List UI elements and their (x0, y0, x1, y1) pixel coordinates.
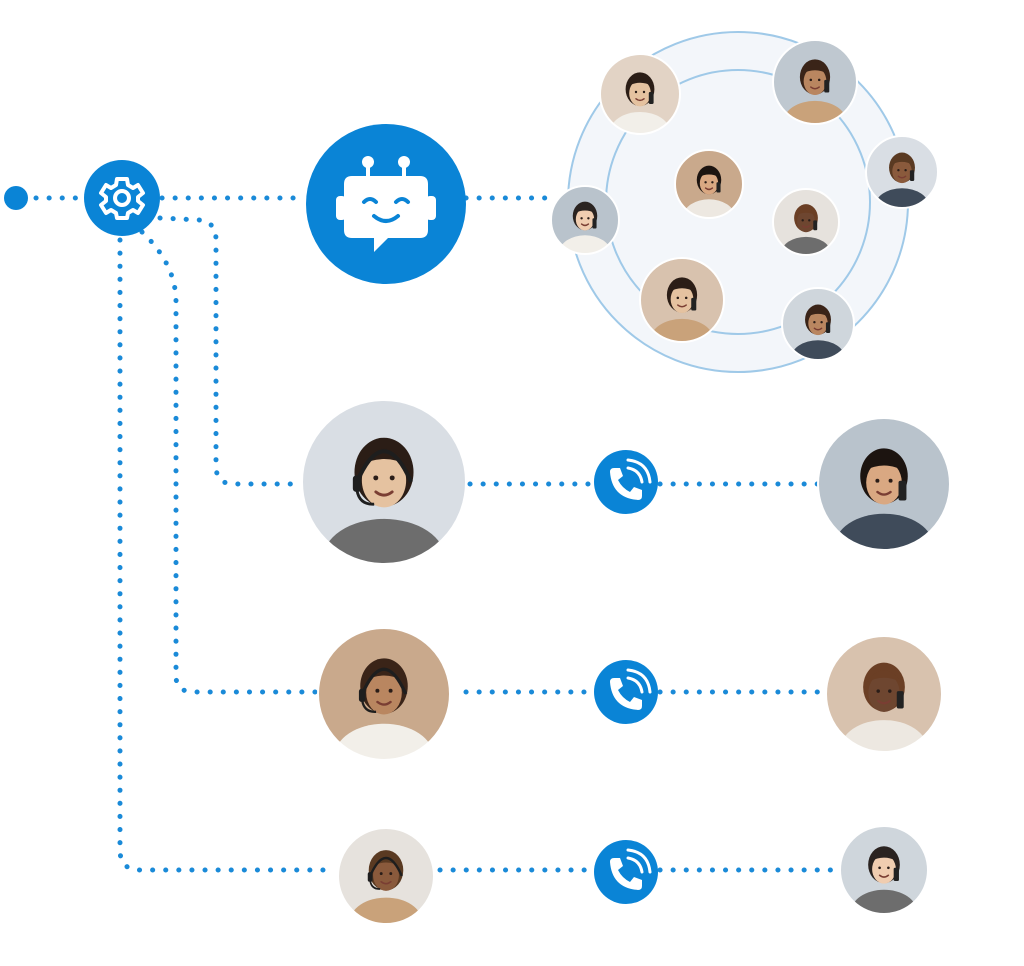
connectors (4, 186, 841, 873)
chatbot-icon (336, 156, 436, 252)
avatar-woman-glasses-phone (599, 53, 681, 135)
phone-call-icon (610, 458, 652, 500)
avatar-customer-woman-smiling (817, 417, 951, 551)
avatar-woman-red-hair-glasses-phone (639, 257, 725, 343)
call-node-1[interactable] (594, 450, 658, 514)
avatars (301, 39, 951, 925)
avatar-man-smiling-phone (772, 188, 840, 256)
connector-router-to-agent-2 (139, 229, 321, 695)
avatar-woman-curly-hair-smiling (781, 287, 855, 361)
avatar-headset-agent-man (317, 627, 451, 761)
connector-router-to-agent-1 (157, 215, 306, 487)
avatar-woman-smiling-phone (772, 39, 858, 125)
avatar-customer-man-on-phone (839, 825, 929, 915)
avatar-customer-woman-on-phone (825, 635, 943, 753)
router-node (84, 160, 160, 236)
avatar-man-beard-phone (674, 149, 744, 219)
gear-icon (99, 177, 145, 220)
source-node (4, 186, 28, 210)
avatar-woman-curly-hair-phone (865, 135, 939, 209)
avatar-headset-agent-woman-glasses (301, 399, 467, 565)
phone-call-icon (610, 848, 652, 890)
bot-node (306, 124, 466, 284)
avatar-headset-agent-woman (337, 827, 435, 925)
call-node-2[interactable] (594, 660, 658, 724)
phone-call-icon (610, 668, 652, 710)
connector-router-to-agent-3 (117, 237, 337, 873)
avatar-man-phone-left (550, 185, 620, 255)
call-node-3[interactable] (594, 840, 658, 904)
